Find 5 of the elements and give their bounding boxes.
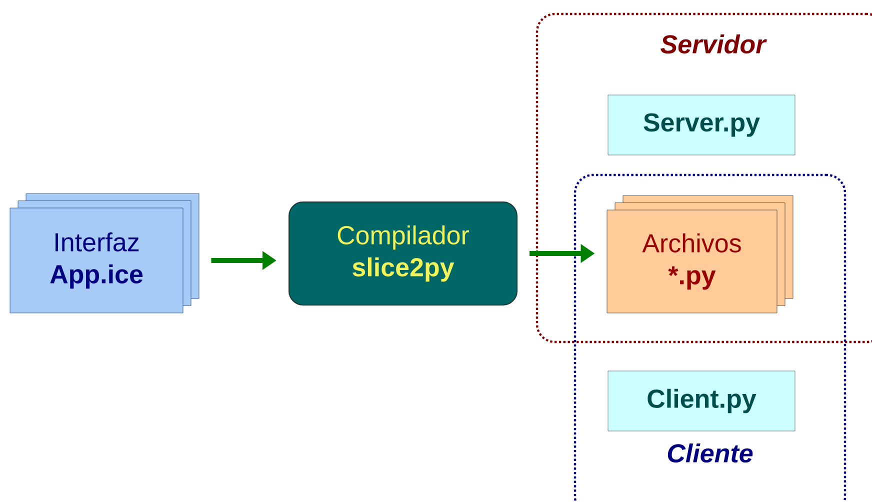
stack-of-pages: Interfaz App.ice [10, 193, 200, 314]
stack-of-pages: Archivos *.py [606, 195, 794, 314]
file-box: Client.py [608, 370, 796, 432]
file-box: Server.py [608, 94, 796, 156]
compiler-box: Compilador slice2py [288, 202, 518, 306]
